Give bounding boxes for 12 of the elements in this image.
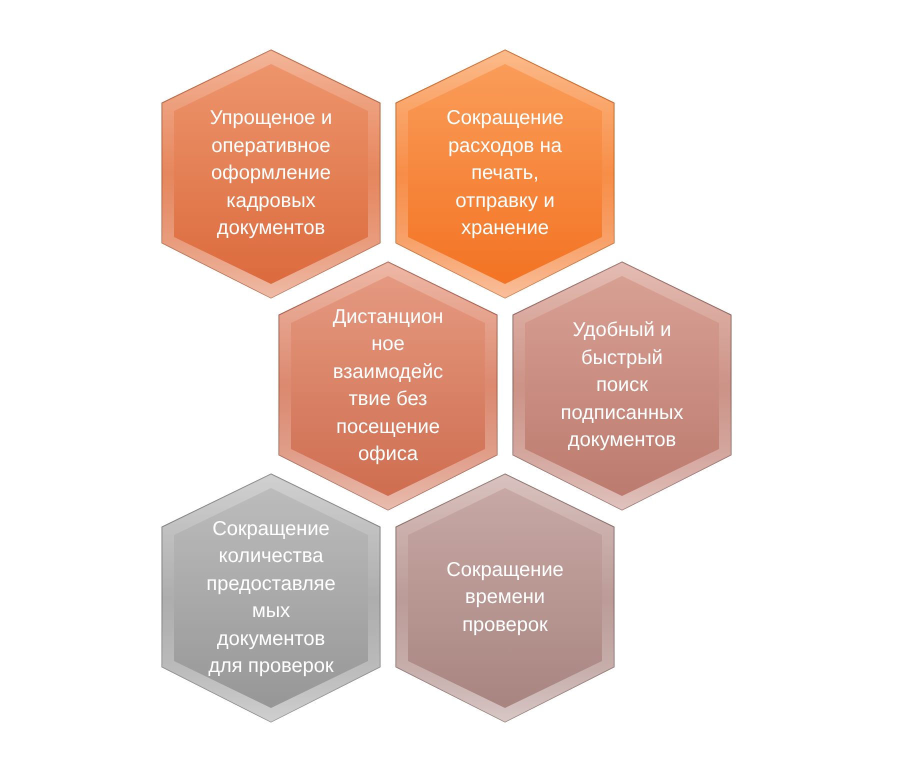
hexagon-tile xyxy=(396,50,614,298)
hexagon-tile xyxy=(396,474,614,722)
tile-text: Дистанционное взаимодействие без посещение офиса xyxy=(332,304,444,467)
tile-text: Сокращение расходов на печать, отправку и хранение xyxy=(445,106,565,242)
hexagon-tile xyxy=(513,262,731,510)
hexagon-tile xyxy=(162,50,380,298)
hexagon-tile xyxy=(162,474,380,722)
tile-text: Удобный и быстрый поиск подписанных документов xyxy=(560,318,684,454)
tile-text: Сокращение количества предоставляемых документов для проверок xyxy=(205,516,337,679)
hexagon-tile xyxy=(279,262,497,510)
tile-text: Упрощеное и оперативное оформление кадровых документов xyxy=(208,106,334,242)
tile-text: Сокращение времени проверок xyxy=(445,558,565,638)
